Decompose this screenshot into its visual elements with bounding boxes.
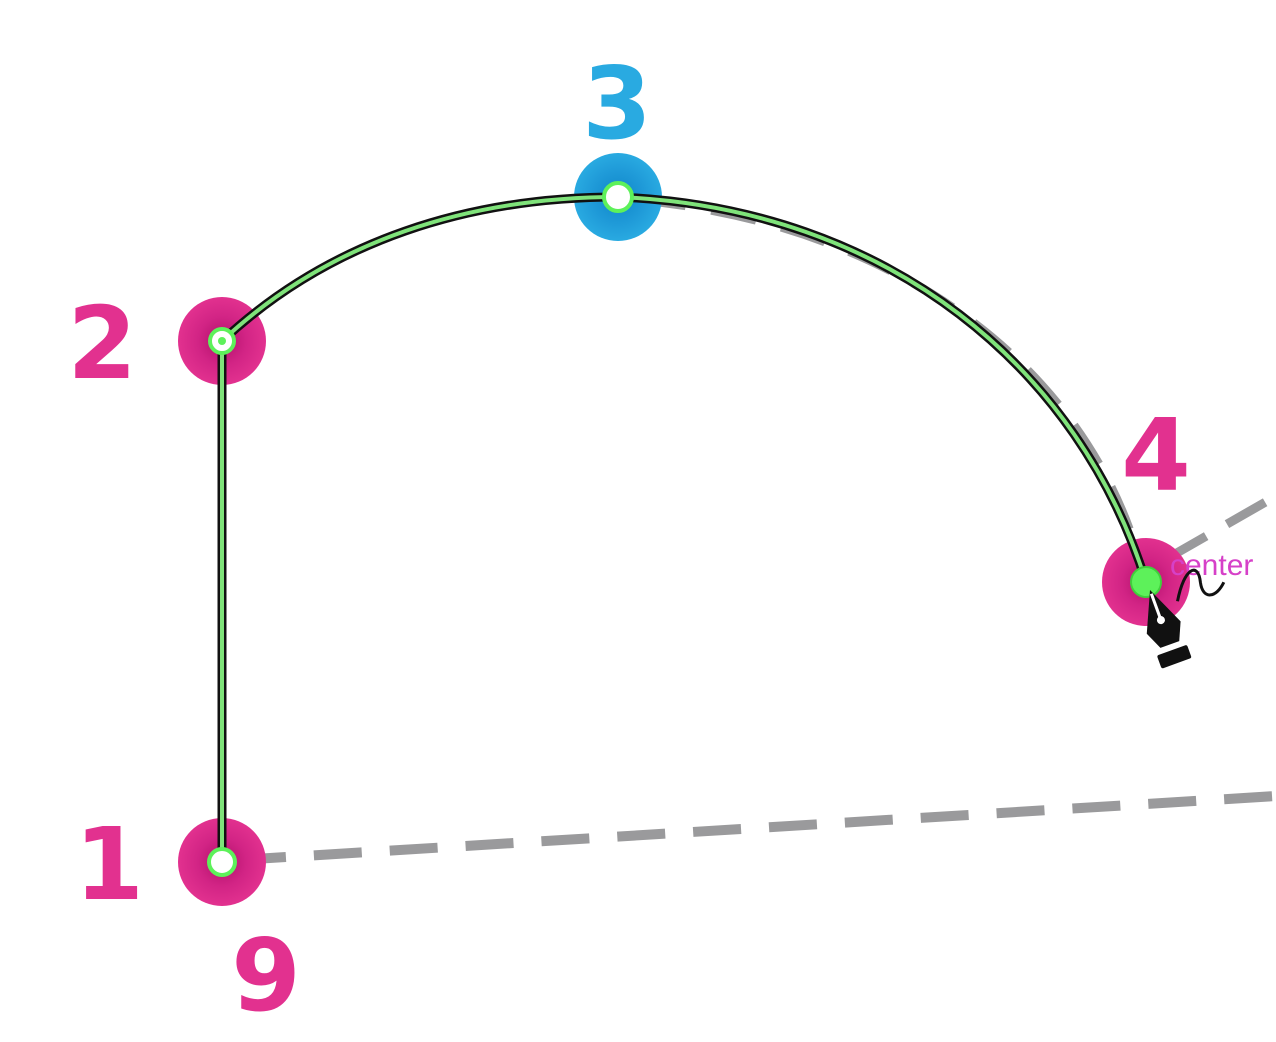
pen-tool-icon <box>1146 568 1226 669</box>
point-label-4: 4 <box>1121 397 1191 514</box>
guide-line-right <box>1165 492 1276 562</box>
path-outline <box>217 192 1151 867</box>
guide-arc <box>639 195 1147 572</box>
point-label-2: 2 <box>67 285 137 402</box>
point-label-1: 1 <box>74 806 144 923</box>
anchor-point-2[interactable] <box>208 327 236 355</box>
anchor-point-1[interactable] <box>207 847 237 877</box>
anchor-point-3[interactable] <box>602 181 634 213</box>
path-stroke[interactable] <box>220 195 1148 864</box>
guide-line-bottom <box>237 791 1276 865</box>
point-label-3: 3 <box>582 45 652 162</box>
close-point-label: 9 <box>231 917 301 1034</box>
anchor-point-4[interactable] <box>1130 566 1162 598</box>
smart-guide-hint: center <box>1170 549 1253 582</box>
